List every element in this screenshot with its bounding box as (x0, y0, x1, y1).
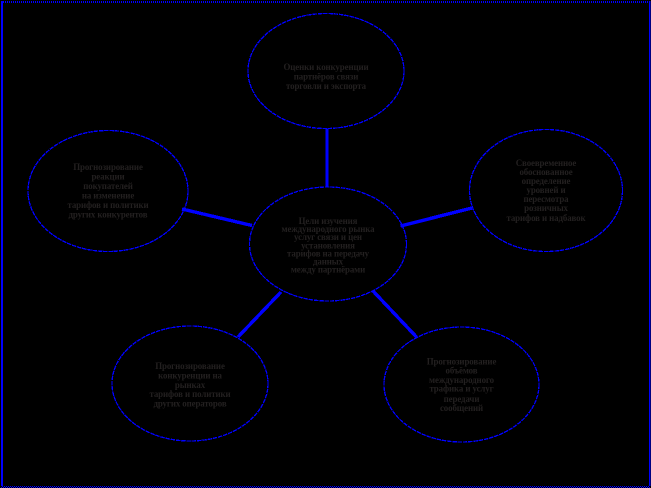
svg-text:Цели изучения: Цели изучения (299, 216, 358, 226)
svg-text:Прогнозирование: Прогнозирование (73, 162, 143, 172)
svg-text:международного: международного (429, 375, 495, 385)
svg-text:услуг связи и цен: услуг связи и цен (294, 232, 362, 242)
svg-text:реакции: реакции (91, 172, 124, 182)
svg-text:установления: установления (301, 241, 355, 251)
svg-text:покупателей: покупателей (83, 181, 133, 191)
svg-text:тарифов на передачу: тарифов на передачу (287, 249, 370, 259)
svg-text:на изменение: на изменение (82, 191, 134, 201)
svg-text:уровней и: уровней и (527, 185, 566, 195)
svg-text:между партнёрами: между партнёрами (291, 265, 365, 275)
svg-text:тарифов и политики: тарифов и политики (149, 389, 230, 399)
svg-text:определение: определение (522, 176, 571, 186)
svg-text:тарифов и надбавок: тарифов и надбавок (506, 213, 586, 223)
svg-text:трафика и услуг: трафика и услуг (429, 384, 493, 394)
svg-text:Своевременное: Своевременное (516, 158, 577, 168)
svg-text:Прогнозирование: Прогнозирование (155, 361, 225, 371)
svg-text:данных: данных (313, 257, 344, 267)
svg-text:розничных: розничных (524, 203, 568, 213)
svg-text:пересмотра: пересмотра (523, 194, 569, 204)
svg-text:обоснованное: обоснованное (519, 167, 572, 177)
svg-text:рынках: рынках (175, 380, 206, 390)
svg-text:тарифов и политики: тарифов и политики (67, 200, 148, 210)
svg-text:международного рынка: международного рынка (282, 224, 376, 234)
svg-text:передачи: передачи (444, 394, 480, 404)
svg-text:Прогнозирование: Прогнозирование (427, 357, 497, 367)
svg-text:партнёров связи: партнёров связи (294, 72, 359, 82)
svg-text:торговли и экспорта: торговли и экспорта (286, 81, 367, 91)
svg-text:других операторов: других операторов (153, 399, 226, 409)
svg-text:сообщений: сообщений (440, 403, 483, 413)
svg-text:конкуренции на: конкуренции на (158, 371, 222, 381)
svg-text:Оценки конкуренции: Оценки конкуренции (283, 62, 368, 72)
svg-text:других конкурентов: других конкурентов (69, 210, 148, 220)
svg-text:объёмов: объёмов (445, 366, 477, 376)
